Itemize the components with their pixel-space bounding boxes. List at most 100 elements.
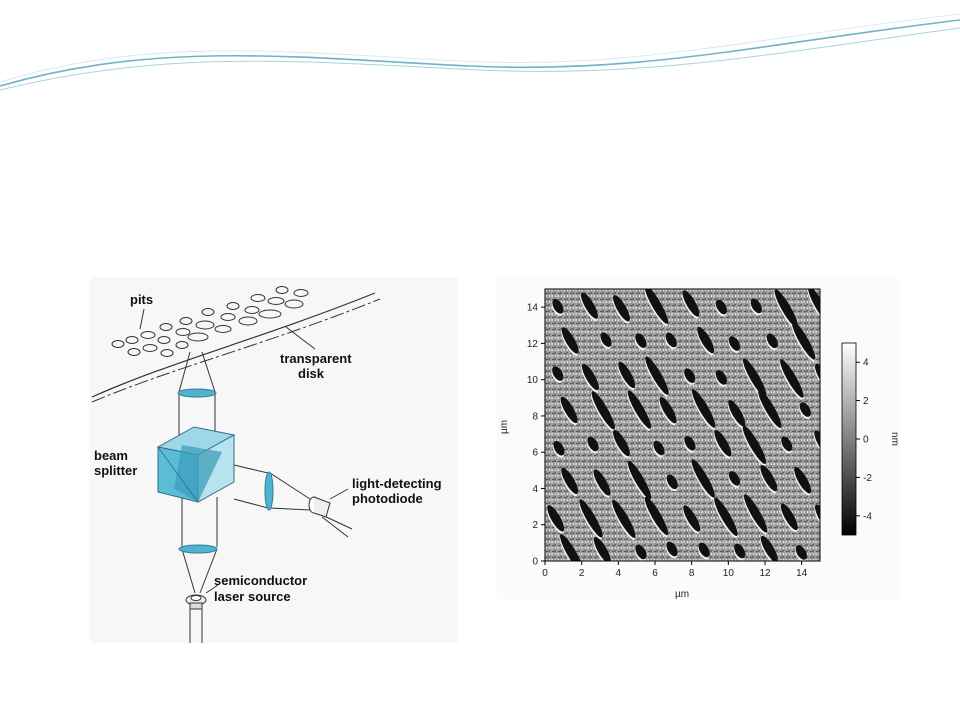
y-axis-label: µm bbox=[499, 420, 510, 434]
x-tick-label: 6 bbox=[652, 568, 658, 579]
diagram-canvas: pits transparent disk bbox=[91, 286, 442, 643]
y-tick-label: 14 bbox=[527, 303, 539, 314]
afm-pit bbox=[581, 363, 599, 393]
afm-pit bbox=[546, 505, 565, 534]
afm-pit bbox=[593, 537, 611, 561]
colorbar-tick-label: 2 bbox=[863, 396, 869, 407]
afm-pit bbox=[659, 396, 677, 426]
afm-pit bbox=[759, 464, 778, 494]
disk-pits bbox=[111, 286, 309, 357]
afm-pit bbox=[665, 541, 678, 559]
y-tick-label: 2 bbox=[532, 520, 538, 531]
colorbar-tick-label: -4 bbox=[863, 511, 872, 522]
afm-pit bbox=[814, 363, 820, 393]
afm-pit bbox=[644, 356, 669, 397]
x-tick-label: 8 bbox=[689, 568, 695, 579]
afm-pit bbox=[666, 474, 678, 492]
x-tick-label: 12 bbox=[759, 568, 771, 579]
afm-pit bbox=[690, 459, 715, 500]
afm-pit bbox=[733, 543, 746, 561]
afm-pit bbox=[779, 359, 804, 400]
label-beam: beam bbox=[94, 448, 128, 463]
afm-pit bbox=[814, 504, 820, 533]
y-tick-label: 6 bbox=[532, 448, 538, 459]
afm-pit bbox=[578, 499, 603, 540]
afm-pit bbox=[560, 467, 579, 497]
x-tick-label: 2 bbox=[579, 568, 585, 579]
afm-pit bbox=[793, 467, 812, 496]
afm-pit bbox=[713, 497, 738, 539]
afm-pit bbox=[644, 289, 669, 326]
y-tick-label: 8 bbox=[532, 411, 538, 422]
x-tick-label: 14 bbox=[796, 568, 808, 579]
header-wave-decoration bbox=[0, 13, 960, 91]
afm-pit bbox=[780, 436, 793, 454]
afm-pit bbox=[681, 290, 700, 319]
afm-pit bbox=[682, 505, 701, 534]
afm-pit bbox=[799, 402, 811, 419]
afm-pit bbox=[727, 400, 746, 429]
afm-pit bbox=[652, 440, 665, 458]
label-pits: pits bbox=[130, 292, 153, 307]
label-disk: disk bbox=[298, 366, 325, 381]
afm-pit bbox=[713, 430, 732, 459]
afm-pit bbox=[780, 503, 798, 533]
afm-pit bbox=[593, 469, 611, 498]
label-photodiode: photodiode bbox=[352, 491, 423, 506]
afm-pit bbox=[826, 536, 851, 569]
afm-pit bbox=[774, 289, 798, 330]
afm-pit bbox=[591, 391, 615, 432]
afm-pit bbox=[580, 292, 598, 321]
y-tick-label: 12 bbox=[527, 339, 539, 350]
y-tick-label: 10 bbox=[527, 375, 539, 386]
photodiode-icon bbox=[308, 496, 331, 518]
colorbar-tick-label: 0 bbox=[863, 435, 869, 446]
afm-pit bbox=[551, 299, 564, 316]
upper-lens bbox=[177, 388, 217, 398]
y-axis-ticks: 0 2 4 6 8 10 12 14 bbox=[527, 303, 545, 568]
afm-pit bbox=[742, 425, 767, 467]
afm-pit bbox=[665, 332, 677, 350]
label-light-detecting: light-detecting bbox=[352, 476, 442, 491]
afm-pit bbox=[795, 545, 807, 561]
afm-pit bbox=[750, 298, 762, 316]
y-tick-label: 0 bbox=[532, 557, 538, 568]
afm-pit bbox=[617, 361, 636, 391]
afm-pit bbox=[634, 544, 647, 561]
label-transparent: transparent bbox=[280, 351, 352, 366]
side-lens bbox=[264, 471, 274, 511]
afm-pit bbox=[560, 396, 578, 426]
x-axis-label: µm bbox=[675, 589, 689, 599]
light-beam bbox=[178, 351, 353, 643]
lower-lens bbox=[178, 544, 218, 554]
label-laser-source: laser source bbox=[214, 589, 291, 604]
afm-pit bbox=[683, 368, 696, 385]
afm-pit bbox=[552, 440, 565, 458]
disk-surface-line bbox=[91, 292, 376, 398]
colorbar-tick-label: -2 bbox=[863, 473, 872, 484]
beam-splitter-cube bbox=[156, 426, 236, 503]
afm-pit bbox=[728, 471, 741, 488]
afm-pit bbox=[683, 436, 696, 453]
afm-surface-plot bbox=[544, 288, 851, 569]
afm-pit bbox=[766, 333, 778, 351]
afm-pit bbox=[742, 358, 767, 399]
afm-pit bbox=[715, 299, 727, 317]
afm-pit bbox=[586, 436, 599, 454]
afm-pit bbox=[728, 336, 741, 353]
afm-pit bbox=[627, 390, 652, 431]
afm-pit bbox=[627, 460, 652, 502]
y-tick-label: 4 bbox=[532, 484, 538, 495]
afm-pit bbox=[760, 535, 778, 561]
afm-pit bbox=[561, 327, 579, 356]
afm-pit bbox=[715, 370, 728, 387]
afm-pit bbox=[644, 496, 669, 538]
afm-pit bbox=[791, 321, 816, 362]
afm-pit bbox=[757, 389, 782, 430]
laser-source-icon bbox=[185, 594, 207, 610]
label-splitter: splitter bbox=[94, 463, 137, 478]
afm-pit bbox=[612, 295, 630, 324]
